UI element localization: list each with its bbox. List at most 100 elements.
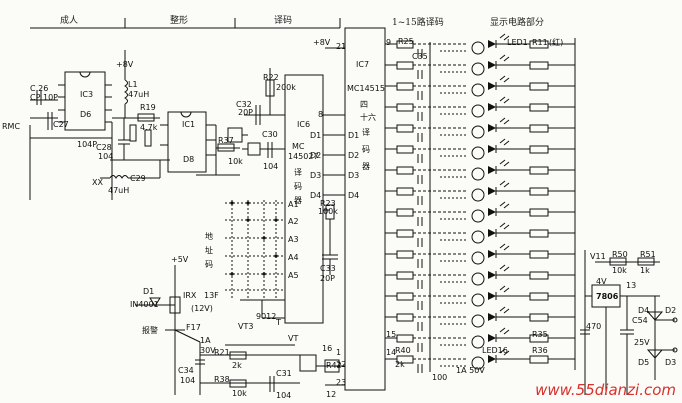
c29-value: 47uH xyxy=(108,186,130,195)
r51-label: R51 xyxy=(640,250,656,259)
pin-9-label: 9 xyxy=(386,38,392,47)
ic1-body xyxy=(167,111,207,173)
pin-d1: D1 xyxy=(310,131,322,140)
channel-resistor xyxy=(396,124,414,133)
v8-label: +8V xyxy=(116,60,134,69)
irx-13f: 13F xyxy=(204,291,219,300)
pin-d2: D2 xyxy=(310,151,322,160)
channel-led xyxy=(488,208,496,216)
vt3-part: 9012 xyxy=(256,312,277,321)
r50-resistor xyxy=(609,257,627,266)
channel-transistor xyxy=(471,293,485,307)
c33-value: 20P xyxy=(320,274,336,283)
channel-led-ray xyxy=(499,138,506,144)
channel-led-resistor xyxy=(529,229,549,238)
ic6-body xyxy=(284,74,324,324)
c104-label: 104P xyxy=(77,140,98,149)
channel-led-ray xyxy=(503,308,510,314)
regulator-label: 7806 xyxy=(596,292,619,301)
l1-coil xyxy=(124,79,128,105)
channel-led-ray xyxy=(503,35,510,41)
d4-label: D4 xyxy=(638,306,650,315)
c32-label: C32 xyxy=(236,100,252,109)
d3-label: D3 xyxy=(665,358,677,367)
c54-label: C54 xyxy=(632,316,648,325)
channel-led xyxy=(488,82,496,90)
c26-label: C 26 xyxy=(30,84,49,93)
r35-label: R35 xyxy=(532,330,548,339)
r50-label: R50 xyxy=(612,250,628,259)
q2-box xyxy=(247,142,261,156)
channel-led-ray xyxy=(499,180,506,186)
v11-label: V11 xyxy=(590,252,606,261)
channel-led-ray xyxy=(499,33,506,39)
channel-resistor xyxy=(396,334,414,343)
section-shaping-title: 整形 xyxy=(170,16,189,26)
channel-transistor xyxy=(471,188,485,202)
section-decode-title: 译码 xyxy=(274,16,293,26)
channel-led-ray xyxy=(503,56,510,62)
channel-transistor xyxy=(471,167,485,181)
c33-label: C33 xyxy=(320,264,336,273)
channel-led-ray xyxy=(503,266,510,272)
ic7-label: IC7 xyxy=(356,60,370,69)
irx-relay xyxy=(169,296,181,314)
ic3-body xyxy=(64,71,106,131)
channel-led-ray xyxy=(499,117,506,123)
channel-led-resistor xyxy=(529,145,549,154)
ic7-part: MC14515 xyxy=(347,84,385,93)
channel-led-resistor xyxy=(529,61,549,70)
ic6-mc: MC xyxy=(292,142,305,151)
channel-led xyxy=(488,334,496,342)
pin-a5: A5 xyxy=(288,271,299,280)
c31-label: C31 xyxy=(276,369,292,378)
r37-label: R37 xyxy=(218,136,234,145)
r21-label: R21 xyxy=(214,348,230,357)
channel-transistor xyxy=(471,209,485,223)
ic7-pin-d4: D4 xyxy=(348,191,360,200)
c29-coil xyxy=(109,175,129,179)
channel-led-resistor xyxy=(529,187,549,196)
ic3-label: IC3 xyxy=(80,90,94,99)
channel-led-resistor xyxy=(529,313,549,322)
r23-value: 100k xyxy=(318,207,338,216)
channel-resistor xyxy=(396,229,414,238)
channel-led-ray xyxy=(503,245,510,251)
channel-led-ray xyxy=(499,243,506,249)
channel-transistor xyxy=(471,314,485,328)
pin-d4: D4 xyxy=(310,191,322,200)
c35-label: C35 xyxy=(412,52,428,61)
channel-led-resistor xyxy=(529,103,549,112)
r37-resistor xyxy=(217,143,235,152)
c34-label: C34 xyxy=(178,366,194,375)
c30v-label: 30V xyxy=(200,346,216,355)
channel-led-ray xyxy=(503,98,510,104)
channel-led xyxy=(488,271,496,279)
r20-resistor xyxy=(129,124,137,142)
ic6-text1: 译 xyxy=(294,168,302,177)
ic6-text2: 码 xyxy=(294,182,302,191)
ic6-t-pin: T xyxy=(276,318,281,327)
ic7-pin-d2: D2 xyxy=(348,151,360,160)
channel-transistor xyxy=(471,272,485,286)
ic1-notch xyxy=(180,111,192,118)
channel-resistor xyxy=(396,313,414,322)
c29-label: C29 xyxy=(130,174,146,183)
channel-transistor xyxy=(471,146,485,160)
channel-led xyxy=(488,61,496,69)
ic7-text5: 器 xyxy=(362,162,370,171)
channel-led xyxy=(488,250,496,258)
channel-led xyxy=(488,166,496,174)
channel-transistor xyxy=(471,41,485,55)
channel-led-ray xyxy=(503,224,510,230)
d5-label: D5 xyxy=(638,358,650,367)
watermark: www.55dianzi.com xyxy=(535,381,676,399)
channel-resistor xyxy=(396,61,414,70)
vt3-label: VT3 xyxy=(238,322,254,331)
c30-label: C30 xyxy=(262,130,278,139)
channel-led-ray xyxy=(503,350,510,356)
r22-label: R22 xyxy=(263,73,279,82)
c54-value: 25V xyxy=(634,338,650,347)
